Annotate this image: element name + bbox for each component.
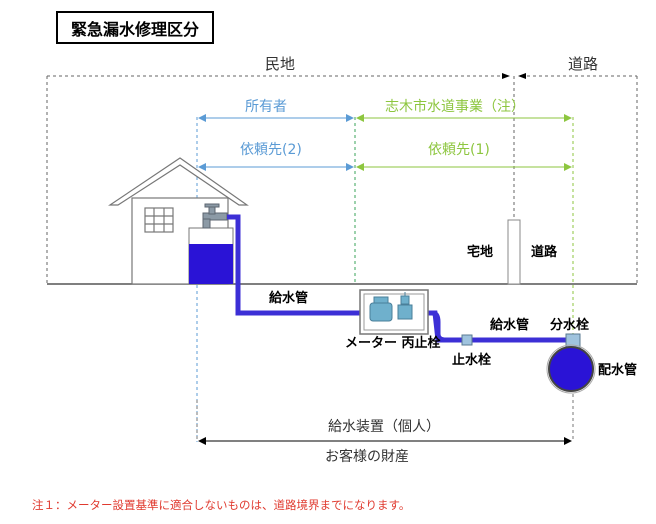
distribution-pipe-label: 配水管 [598,363,638,378]
boundary-post [507,219,521,285]
meter-valve-label: メーター 丙止栓 [345,336,441,351]
supply-pipe-left-label: 給水管 [269,291,309,306]
request-1-label: 依頼先(1) [428,142,490,158]
diagram-title: 緊急漏水修理区分 [56,11,214,44]
supply-pipe-2 [427,310,565,343]
area-boundaries [46,75,638,284]
footnote: 注１：メーター設置基準に適合しないものは、道路境界までになります。 [32,498,411,512]
road-ground-label: 道路 [531,245,558,260]
meter-icon [369,292,413,322]
area-road-label: 道路 [568,55,599,73]
owner-label: 所有者 [245,99,287,115]
branch-valve-label: 分水栓 [550,318,590,333]
stop-valve-label: 止水栓 [452,353,492,368]
equipment-label: 給水装置（個人） [328,419,440,435]
supply-pipe-right-label: 給水管 [490,318,530,333]
property-label: お客様の財産 [325,449,409,465]
area-private-label: 民地 [265,55,296,73]
residential-label: 宅地 [467,245,494,260]
boundary-arrows [502,73,526,79]
tank-water [189,244,233,284]
request-2-label: 依頼先(2) [240,142,302,158]
city-label: 志木市水道事業（注） [385,99,525,115]
stop-valve-icon [461,334,473,346]
distribution-main-icon [548,346,594,392]
